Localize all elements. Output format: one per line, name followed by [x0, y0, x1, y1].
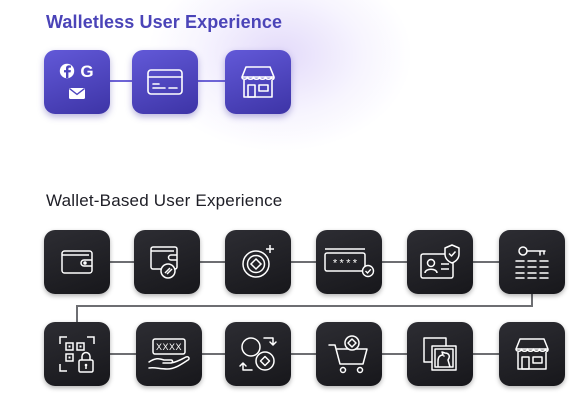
- row1-connector: [105, 261, 134, 263]
- key-seed-phrase-icon: [515, 246, 549, 279]
- wallet-coin-icon: [150, 246, 178, 279]
- row2-connector: [380, 353, 407, 355]
- svg-text:G: G: [80, 62, 93, 81]
- storefront-icon: [241, 66, 275, 98]
- row-link-vertical: [76, 305, 78, 323]
- walletless-connector: [100, 80, 150, 82]
- row2-connector: [197, 353, 225, 355]
- walletless-connector: [190, 80, 242, 82]
- shopping-cart-icon: [328, 335, 368, 374]
- row-link-horizontal: [76, 305, 533, 307]
- row2-connector: [471, 353, 499, 355]
- nft-gallery-step: [407, 322, 473, 386]
- id-card-shield-icon: [420, 244, 460, 279]
- row1-connector: [471, 261, 499, 263]
- row1-connector: [380, 261, 407, 263]
- row1-connector: [288, 261, 316, 263]
- row2-connector: [288, 353, 316, 355]
- add-token-icon: [242, 245, 274, 278]
- wallet-coin-step: [134, 230, 200, 294]
- token-swap-icon: [239, 337, 277, 371]
- storefront-step: [225, 50, 291, 114]
- storefront-step-final: [499, 322, 565, 386]
- credit-card-step: [132, 50, 198, 114]
- card-mask-text: XXXX: [156, 342, 182, 352]
- walletless-title: Walletless User Experience: [46, 12, 283, 32]
- wallet-based-title: Wallet-Based User Experience: [46, 191, 283, 210]
- add-token-step: [225, 230, 291, 294]
- wallet-icon: [61, 250, 93, 274]
- password-confirm-icon: ****: [324, 248, 375, 278]
- qr-lock-icon: [59, 336, 95, 373]
- seed-phrase-step: [499, 230, 565, 294]
- social-login-step: G: [44, 50, 110, 114]
- storefront-icon: [515, 338, 549, 370]
- token-swap-step: [225, 322, 291, 386]
- row-link-vertical: [531, 290, 533, 306]
- identity-verification-step: [407, 230, 473, 294]
- qr-lock-step: [44, 322, 110, 386]
- wallet-step: [44, 230, 110, 294]
- facebook-google-email-icon: G: [59, 62, 94, 99]
- password-mask-text: ****: [332, 259, 358, 271]
- credit-card-icon: [147, 69, 183, 95]
- hand-payment-icon: XXXX: [148, 338, 190, 370]
- nft-gallery-icon: [423, 337, 457, 371]
- checkout-step: [316, 322, 382, 386]
- password-confirm-step: ****: [316, 230, 382, 294]
- row2-connector: [105, 353, 136, 355]
- card-payment-step: XXXX: [136, 322, 202, 386]
- row1-connector: [197, 261, 225, 263]
